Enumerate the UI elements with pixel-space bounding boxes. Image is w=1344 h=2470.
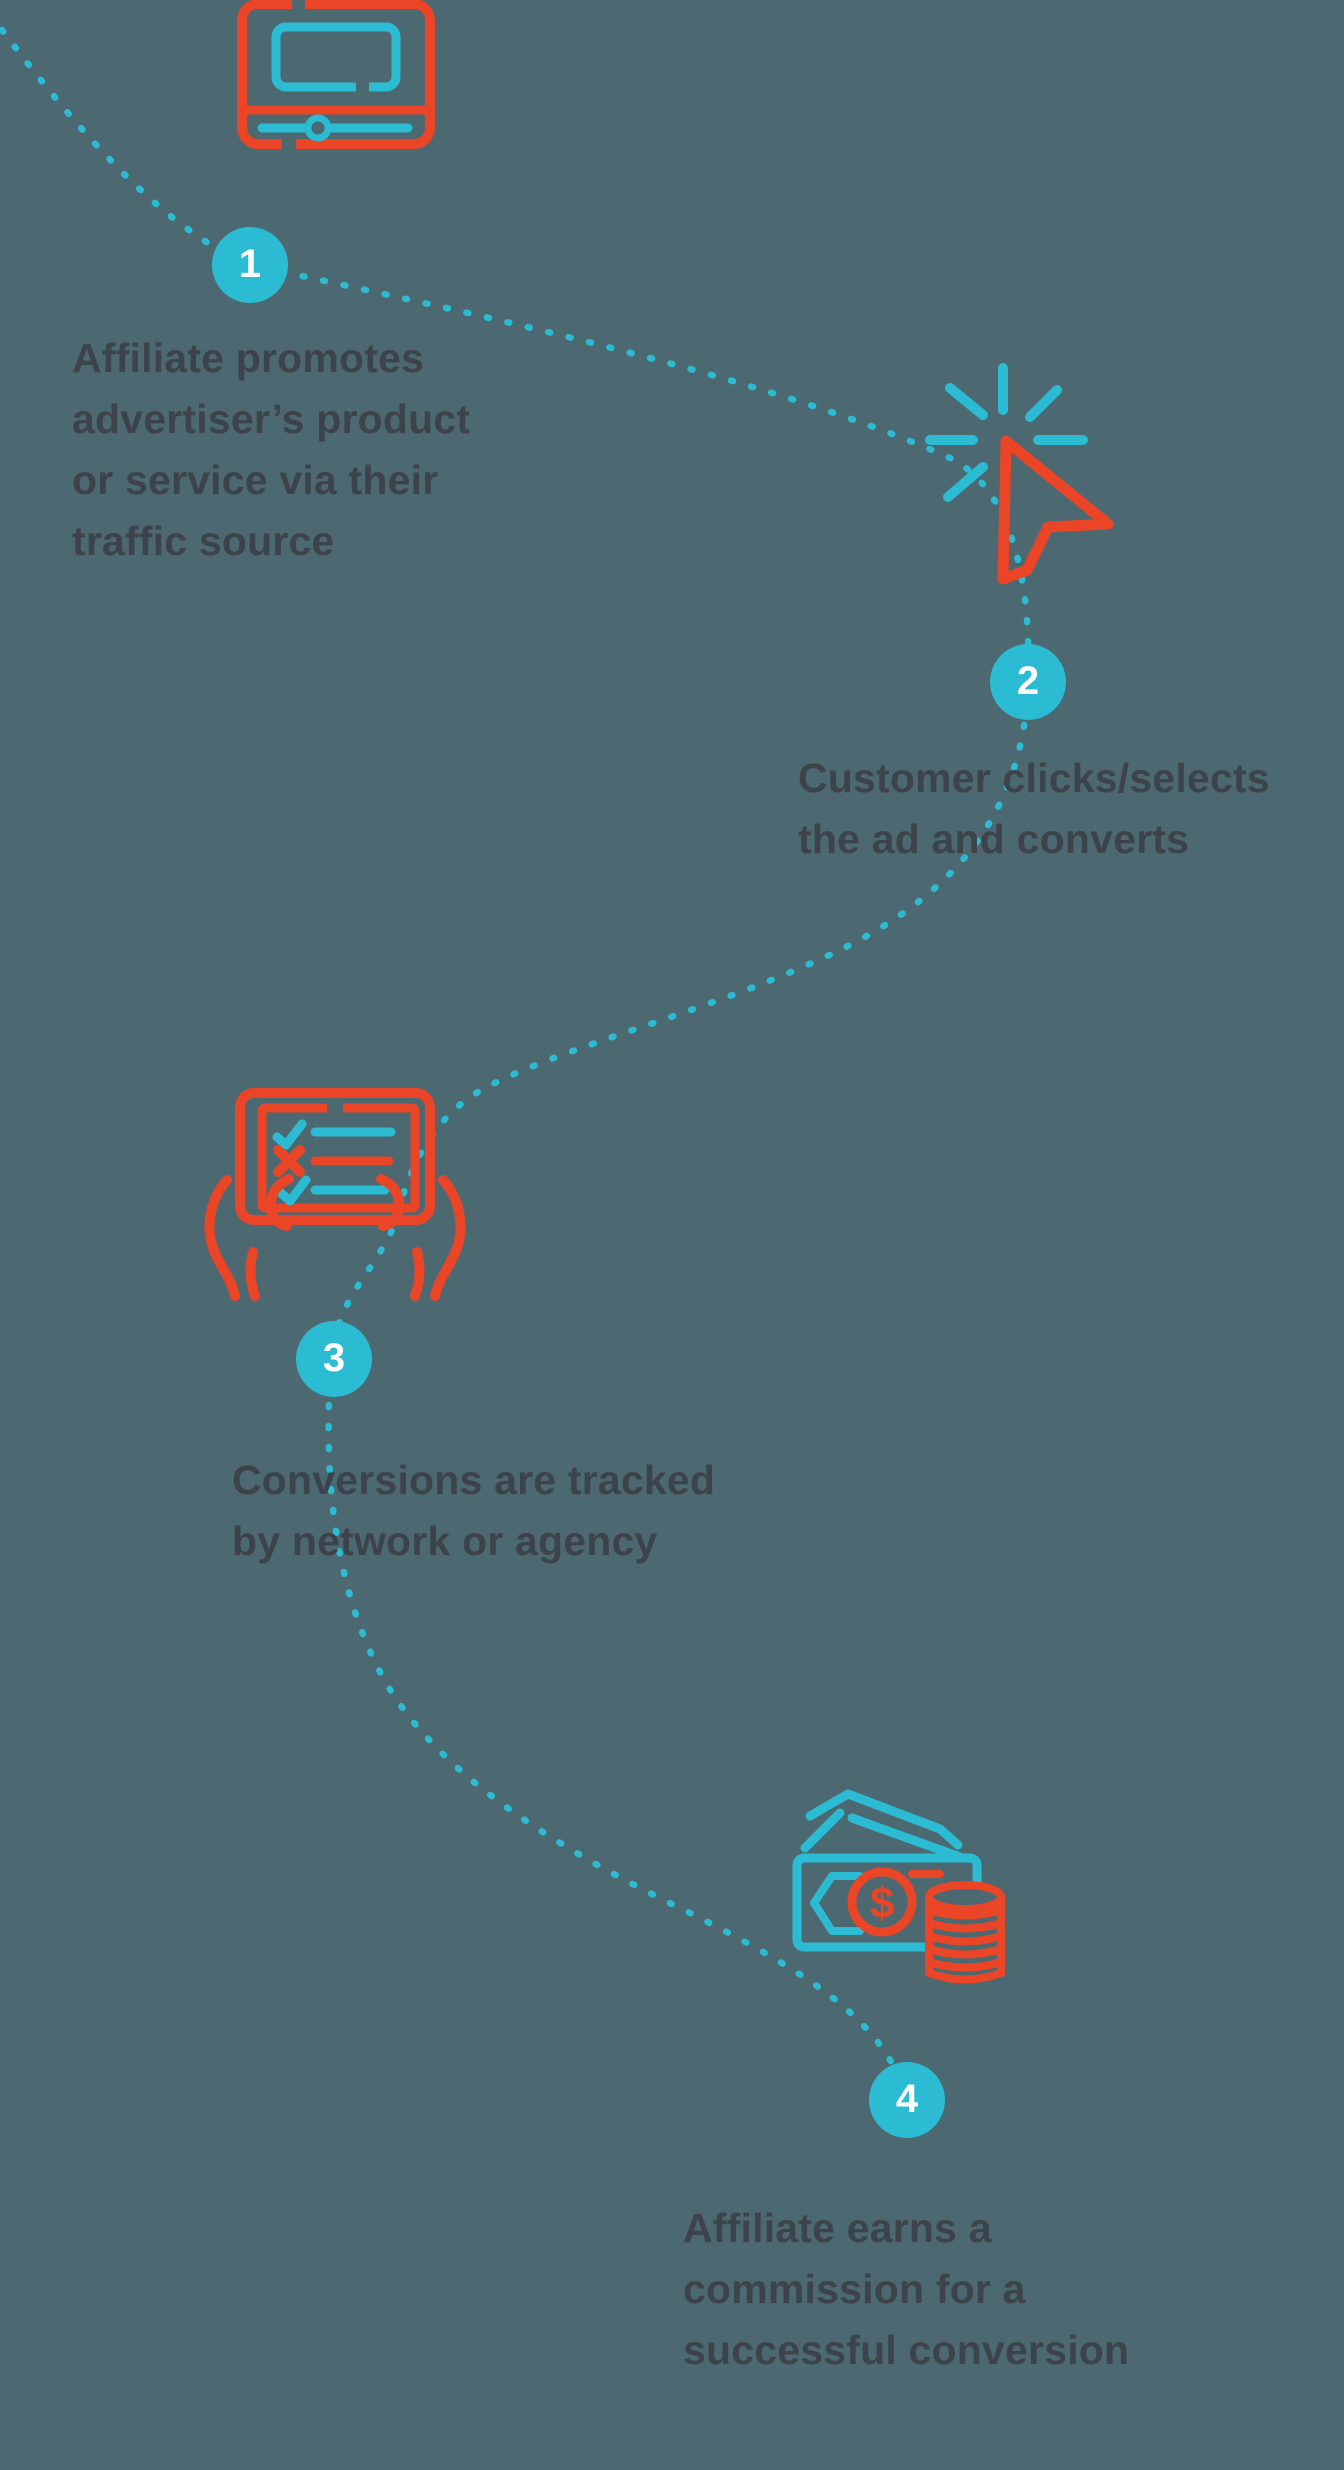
step-1-line-3: or service via their <box>72 457 439 503</box>
step-3-line-2: by network or agency <box>232 1518 658 1564</box>
step-3-marker: 3 <box>296 1321 372 1397</box>
step-4-line-1: Affiliate earns a <box>683 2205 992 2251</box>
step-3-description: Conversions are tracked by network or ag… <box>232 1450 715 1572</box>
money-commission-icon: $ <box>792 1789 1005 1984</box>
step-1-line-1: Affiliate promotes <box>72 335 425 381</box>
step-4-line-3: successful conversion <box>683 2327 1130 2373</box>
step-4-description: Affiliate earns a commission for a succe… <box>683 2198 1129 2381</box>
step-1-marker: 1 <box>212 227 288 303</box>
step-2-number: 2 <box>1016 658 1040 703</box>
step-4-marker: 4 <box>869 2062 945 2138</box>
step-4-line-2: commission for a <box>683 2266 1026 2312</box>
step-2-description: Customer clicks/selects the ad and conve… <box>798 748 1270 870</box>
checklist-tablet-icon <box>204 1088 466 1301</box>
step-2-marker: 2 <box>990 644 1066 720</box>
step-1-line-2: advertiser’s product <box>72 396 471 442</box>
step-1-line-4: traffic source <box>72 518 335 564</box>
step-3-number: 3 <box>322 1335 346 1380</box>
step-2-line-2: the ad and converts <box>798 816 1190 862</box>
step-4-number: 4 <box>895 2076 919 2121</box>
step-1-number: 1 <box>238 241 262 286</box>
cursor-click-icon <box>925 363 1114 585</box>
svg-text:$: $ <box>870 1879 894 1928</box>
video-ad-icon <box>237 0 435 150</box>
step-1-description: Affiliate promotes advertiser’s product … <box>72 328 470 572</box>
step-2-line-1: Customer clicks/selects <box>798 755 1270 801</box>
step-3-line-1: Conversions are tracked <box>232 1457 716 1503</box>
